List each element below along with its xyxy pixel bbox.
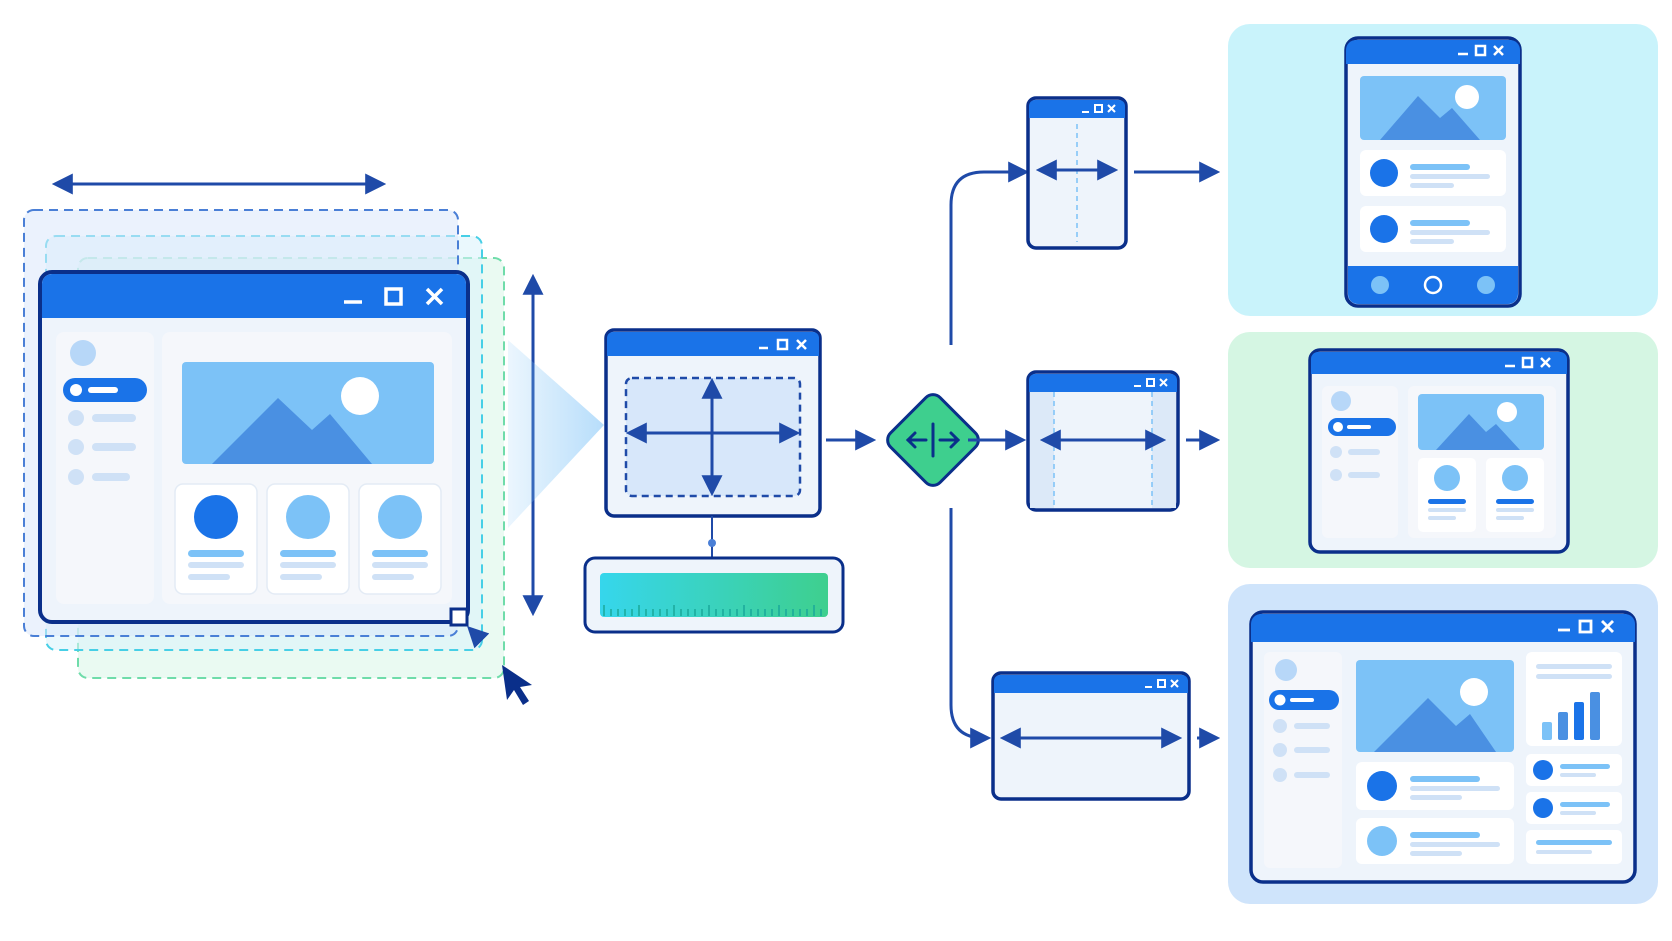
desktop-mini-item-3[interactable]: [1526, 830, 1622, 864]
source-sidebar: [56, 332, 154, 604]
tablet-close-icon[interactable]: [1540, 357, 1551, 368]
mobile-nav-search-icon[interactable]: [1423, 275, 1443, 295]
resize-handle[interactable]: [449, 607, 469, 627]
size-slider-track: [600, 573, 828, 617]
tablet-layout[interactable]: [1308, 348, 1570, 554]
source-card-2[interactable]: [266, 483, 350, 595]
mobile-close-icon[interactable]: [1493, 45, 1504, 56]
avatar-icon: [194, 495, 238, 539]
narrow-window[interactable]: [1026, 96, 1128, 250]
desktop-list-item-1[interactable]: [1356, 762, 1514, 810]
resize-frame-close-icon[interactable]: [796, 339, 807, 350]
bar-chart-icon: [1542, 692, 1600, 740]
mobile-layout[interactable]: [1344, 36, 1522, 308]
sidebar-avatar: [70, 340, 96, 366]
mobile-image-icon: [1360, 76, 1506, 140]
sidebar-active-dot: [70, 384, 82, 396]
desktop-maximize-icon[interactable]: [1578, 619, 1593, 634]
desktop-close-icon[interactable]: [1601, 620, 1614, 633]
split-arrows-icon: [905, 422, 961, 458]
branch-to-narrow: [949, 161, 1030, 345]
tablet-card-1[interactable]: [1418, 458, 1476, 532]
desktop-stats-card[interactable]: [1526, 652, 1622, 746]
mobile-list-item-2[interactable]: [1360, 206, 1506, 252]
mobile-maximize-icon[interactable]: [1474, 44, 1487, 57]
tablet-maximize-icon[interactable]: [1521, 356, 1534, 369]
wide-maximize-icon[interactable]: [1157, 679, 1166, 688]
ruler-connector-dot: [708, 539, 716, 547]
desktop-mini-item-2[interactable]: [1526, 792, 1622, 824]
wide-close-icon[interactable]: [1170, 679, 1179, 688]
tablet-image-icon: [1418, 394, 1544, 450]
sidebar-active-bar: [88, 387, 118, 393]
narrow-maximize-icon[interactable]: [1094, 104, 1103, 113]
sidebar-item-3[interactable]: [92, 473, 130, 481]
projection-beam: [508, 340, 604, 528]
medium-close-icon[interactable]: [1159, 378, 1168, 387]
sidebar-dot-1: [68, 410, 84, 426]
sidebar-dot-2: [68, 439, 84, 455]
desktop-list-item-2[interactable]: [1356, 818, 1514, 864]
maximize-icon[interactable]: [384, 287, 403, 306]
source-window-group: [23, 173, 604, 705]
breakpoint-group: [826, 161, 1030, 749]
desktop-layout[interactable]: [1249, 610, 1637, 884]
source-card-3[interactable]: [358, 483, 442, 595]
tablet-card-2[interactable]: [1486, 458, 1544, 532]
ruler-ticks: [603, 605, 822, 616]
image-icon: [182, 362, 434, 464]
branch-to-wide: [949, 508, 992, 749]
desktop-mini-item-1[interactable]: [1526, 754, 1622, 786]
source-titlebar: [42, 274, 466, 318]
drag-direction-arrow: [467, 626, 490, 649]
mobile-bottom-nav[interactable]: [1348, 266, 1518, 304]
mobile-nav-home-icon[interactable]: [1371, 276, 1389, 294]
medium-maximize-icon[interactable]: [1146, 378, 1155, 387]
close-icon[interactable]: [425, 287, 444, 306]
resize-frame-titlebar: [607, 332, 819, 356]
sidebar-item-1[interactable]: [92, 414, 136, 422]
resize-frame-maximize-icon[interactable]: [776, 338, 789, 351]
narrow-close-icon[interactable]: [1107, 104, 1116, 113]
source-card-1[interactable]: [174, 483, 258, 595]
desktop-image-icon: [1356, 660, 1514, 752]
medium-window[interactable]: [1026, 370, 1180, 512]
sidebar-dot-3: [68, 469, 84, 485]
wide-window[interactable]: [991, 671, 1191, 801]
resize-frame-group: [583, 328, 845, 634]
cursor-icon: [502, 665, 532, 705]
sidebar-item-2[interactable]: [92, 443, 136, 451]
mobile-nav-profile-icon[interactable]: [1477, 276, 1495, 294]
mobile-list-item-1[interactable]: [1360, 150, 1506, 196]
